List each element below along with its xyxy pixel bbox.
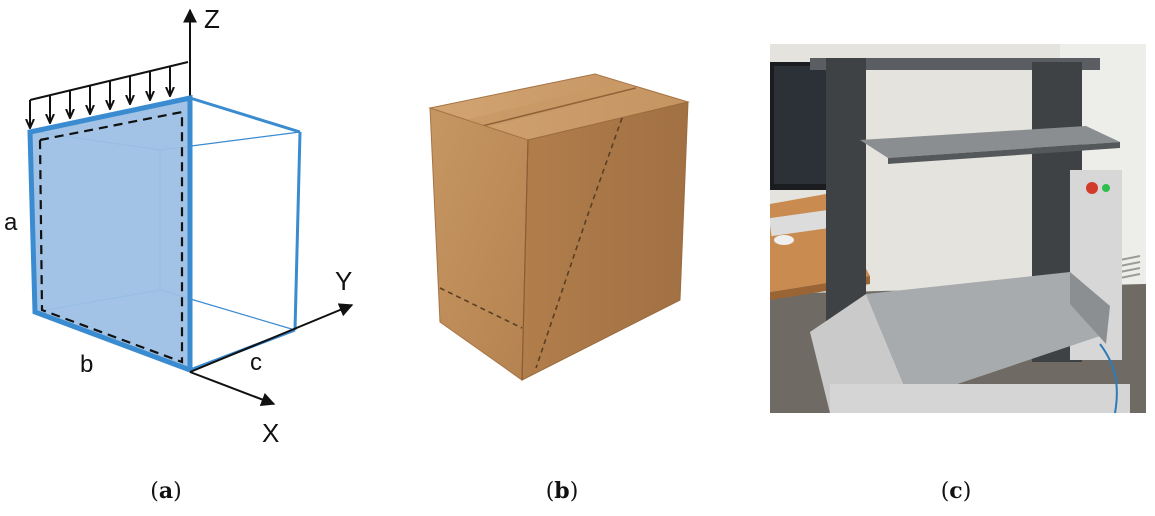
upper-platen [860,126,1120,158]
status-light [1102,184,1110,192]
caption-a: (a) [150,478,182,504]
caption-c: (c) [940,478,972,504]
dimension-a-label: a [4,209,18,236]
panel-b-cardboard-box-photo [428,73,690,381]
dimension-b-label: b [80,351,93,378]
caption-b: (b) [545,478,579,504]
distributed-load-arrows [30,61,189,128]
top-crosshead [810,58,1100,70]
dashed-inner-outline [38,110,184,364]
y-axis-label: Y [335,266,352,296]
x-axis-label: X [262,418,279,448]
lower-platen [866,272,1106,400]
z-axis-label: Z [204,4,220,34]
caption-a-letter: a [158,478,174,504]
emergency-stop-button [1086,182,1098,194]
panel-c-compression-tester-photo [770,44,1146,413]
caption-c-letter: c [949,478,963,504]
panel-a-box-diagram: Z Y X a b c [4,4,354,448]
caption-b-letter: b [554,478,570,504]
cardboard-box [428,73,690,381]
loaded-face [30,98,190,370]
x-axis-arrow [189,371,276,407]
dimension-c-label: c [250,349,262,376]
y-axis-arrow [189,303,354,373]
